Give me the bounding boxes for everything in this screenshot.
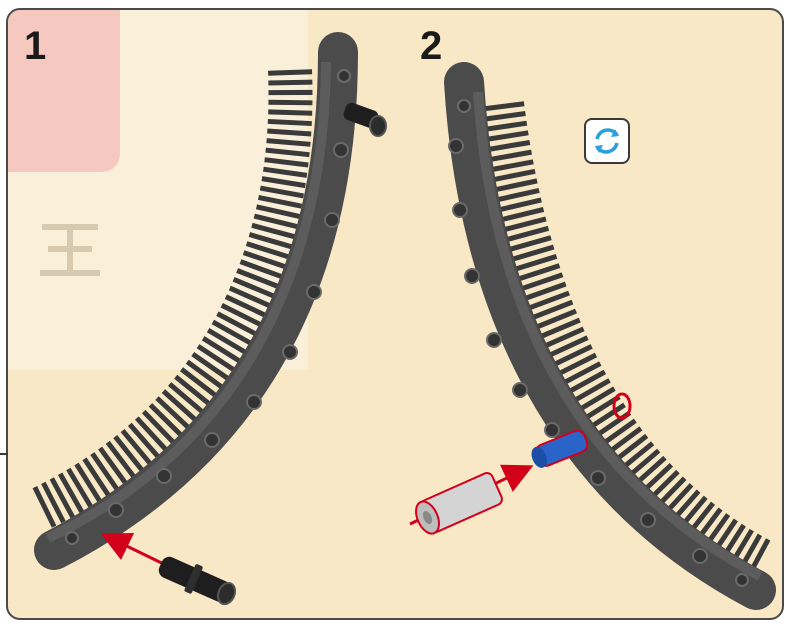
black-pin-loose: [155, 551, 240, 611]
rotate-icon: [584, 118, 630, 164]
assembly-illustration: [8, 10, 784, 620]
gray-bushing: [411, 471, 503, 537]
step-number-1: 1: [24, 26, 46, 66]
instruction-panel: 1 2: [6, 8, 784, 620]
page-divider: [0, 453, 8, 455]
step-number-2: 2: [420, 26, 442, 66]
gear-rack-left: [38, 52, 350, 550]
